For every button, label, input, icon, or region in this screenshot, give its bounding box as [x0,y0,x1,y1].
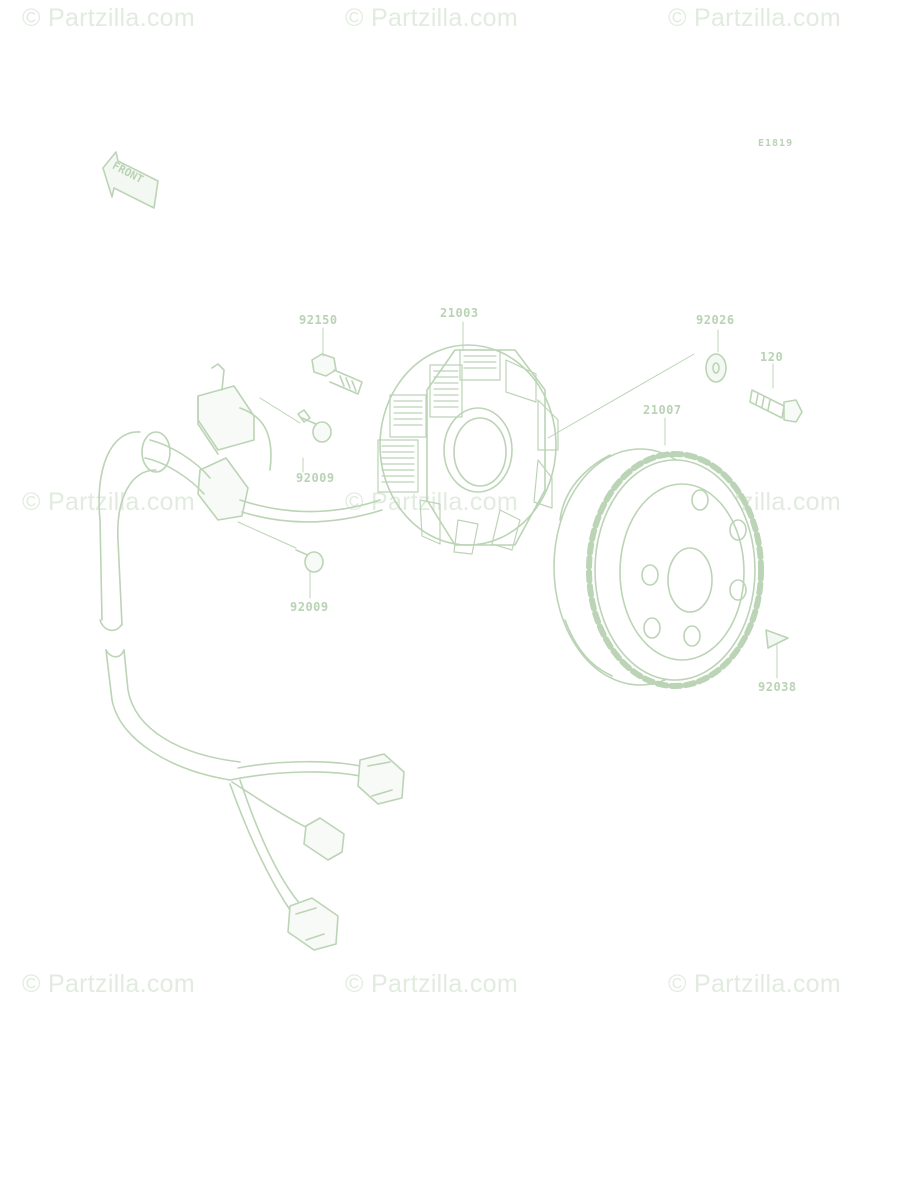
front-arrow-icon: FRONT [102,151,159,209]
watermark: © Partzilla.com [22,488,195,516]
leader-lines [237,321,778,679]
watermark: © Partzilla.com [345,970,518,998]
callout-key[interactable]: 92038 [758,680,797,694]
pickup-coil [197,363,272,471]
watermark: © Partzilla.com [22,970,195,998]
connector-small [303,817,345,861]
callout-washer[interactable]: 92026 [696,313,735,327]
callout-flywheel[interactable]: 21007 [643,403,682,417]
grommet [141,431,249,521]
screw-upper [297,409,332,443]
washer [705,353,727,383]
watermark: © Partzilla.com [345,4,518,32]
screw-lower [295,549,324,573]
watermark: © Partzilla.com [668,4,841,32]
callout-screw-upper[interactable]: 92009 [296,471,335,485]
woodruff-key [765,629,789,649]
connector-bottom [287,897,339,951]
wire-harness [98,431,383,911]
flywheel [553,448,764,689]
callout-screw-lower[interactable]: 92009 [290,600,329,614]
callout-flywheel-bolt[interactable]: 120 [760,350,784,364]
watermark: © Partzilla.com [668,970,841,998]
flywheel-bolt [749,389,803,423]
stator [377,344,559,555]
callout-stator[interactable]: 21003 [440,306,479,320]
callout-stator-bolt[interactable]: 92150 [299,313,338,327]
diagram-code: E1819 [758,138,794,149]
connector-large [357,753,405,805]
watermark: © Partzilla.com [22,4,195,32]
stator-bolt [311,353,363,395]
